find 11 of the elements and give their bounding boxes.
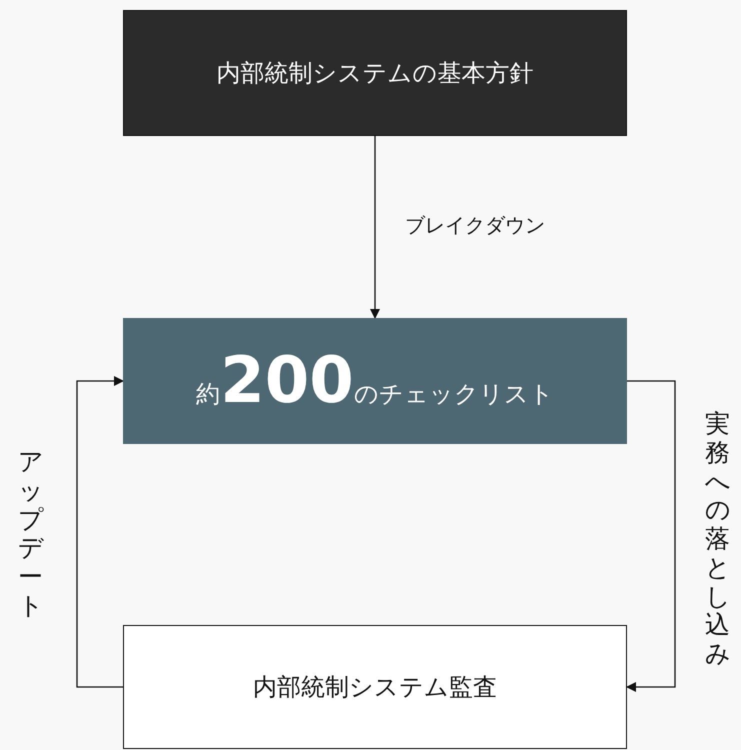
box-label: 内部統制システムの基本方針 bbox=[216, 58, 534, 89]
arrow bbox=[76, 376, 124, 688]
arrow bbox=[370, 136, 380, 319]
edge-label: アップデート bbox=[18, 448, 43, 620]
checklist-box bbox=[123, 318, 627, 444]
edge-label: ブレイクダウン bbox=[405, 212, 545, 239]
edge-label: 実務への落とし込み bbox=[705, 410, 730, 669]
box-label: 内部統制システム監査 bbox=[253, 672, 497, 703]
title-box bbox=[123, 10, 627, 136]
arrow bbox=[626, 380, 676, 692]
audit-box bbox=[123, 625, 627, 749]
